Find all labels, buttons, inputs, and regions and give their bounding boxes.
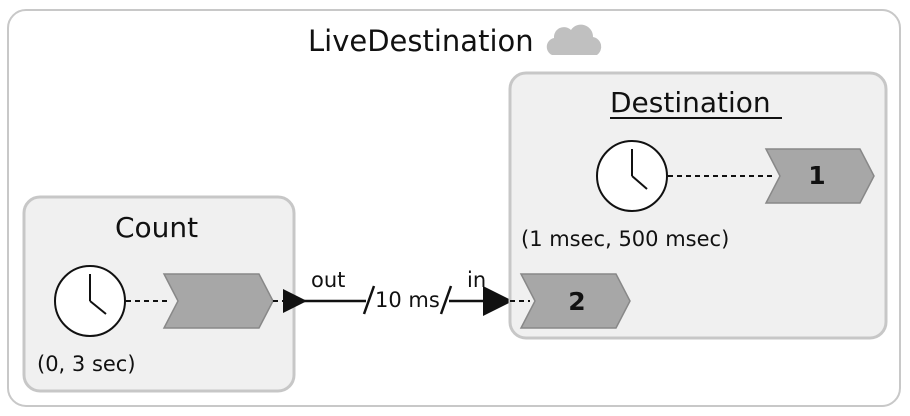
clock-icon — [54, 265, 126, 337]
clock-icon — [596, 140, 668, 212]
in-port-label: in — [467, 268, 486, 292]
destination-timing: (1 msec, 500 msec) — [521, 227, 729, 251]
destination-node-1-label: 1 — [808, 161, 825, 190]
destination-node-1 — [764, 148, 875, 204]
delay-break-left — [362, 285, 376, 315]
count-node — [162, 273, 274, 329]
diagram-title: LiveDestination — [308, 24, 534, 58]
destination-title: Destination — [610, 86, 771, 119]
destination-box — [508, 71, 888, 340]
destination-node-2 — [519, 273, 631, 329]
cloud-icon — [546, 24, 602, 55]
out-port-label: out — [311, 268, 345, 292]
count-title: Count — [115, 211, 198, 244]
destination-node-2-label: 2 — [568, 287, 585, 316]
connection-delay: 10 ms — [375, 288, 440, 312]
delay-break-right — [439, 285, 453, 315]
count-timing: (0, 3 sec) — [37, 352, 136, 376]
